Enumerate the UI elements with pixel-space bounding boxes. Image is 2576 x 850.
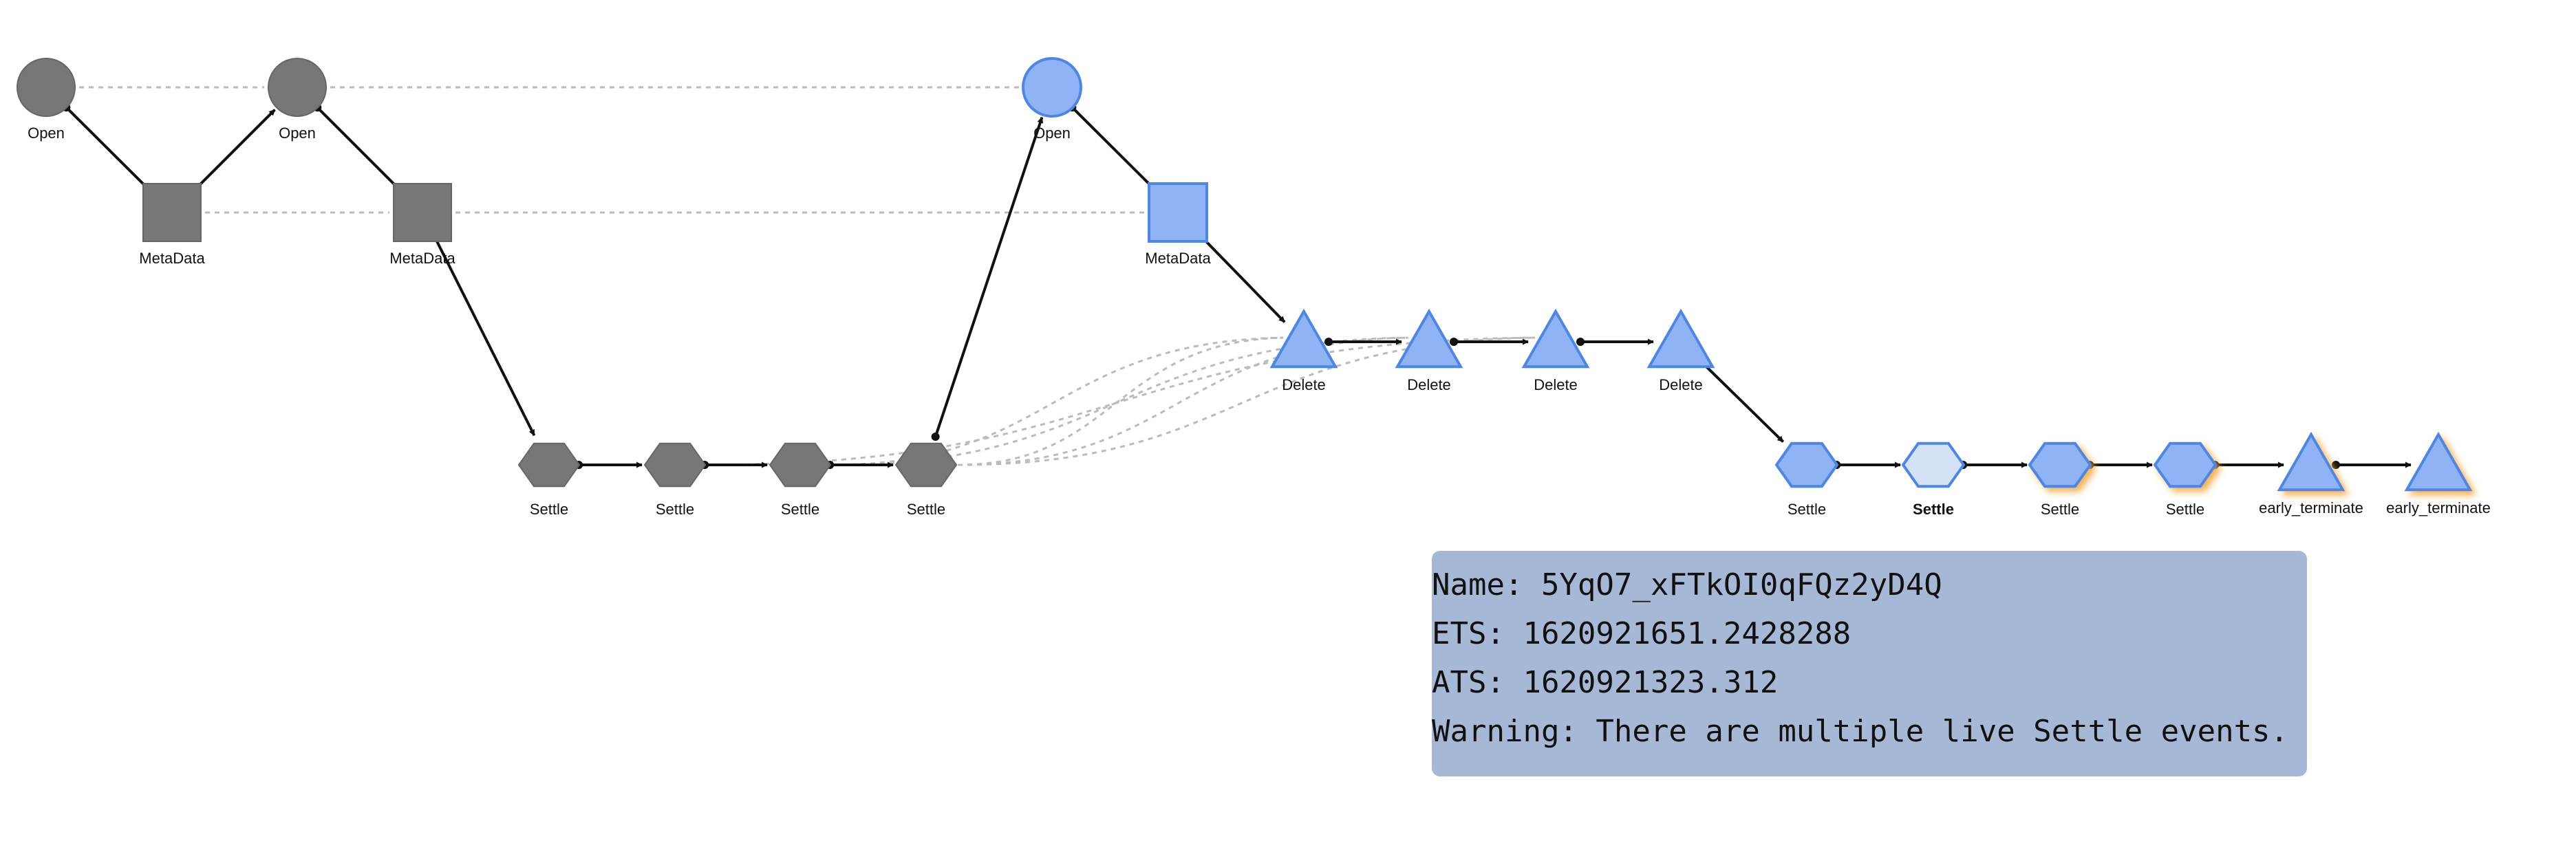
node-label: Open: [1033, 124, 1071, 142]
circle-shape: [17, 58, 76, 117]
sequence-edge: [65, 106, 151, 191]
node-label: Settle: [1788, 501, 1826, 518]
reference-edges: [79, 86, 1536, 466]
event-node-delete[interactable]: Delete: [1521, 308, 1590, 393]
node-label: Delete: [1282, 376, 1326, 393]
reference-edge: [706, 336, 1536, 466]
node-label: Open: [28, 124, 65, 142]
sequence-edge: [433, 237, 536, 436]
node-label: Settle: [2166, 501, 2204, 518]
edge-source-dot: [1450, 338, 1458, 346]
tooltip-ats: ATS: 1620921323.312: [1432, 665, 1779, 700]
hexagon-shape: [643, 442, 707, 488]
triangle-shape: [2404, 431, 2473, 492]
circle-shape: [1022, 57, 1082, 118]
sequence-edge: [1196, 232, 1286, 323]
edge-source-dot: [931, 433, 940, 442]
reference-edge: [957, 336, 1409, 466]
event-node-settle[interactable]: Settle: [643, 442, 707, 518]
event-node-settle[interactable]: Settle: [517, 442, 581, 518]
event-node-metadata[interactable]: MetaData: [1145, 182, 1211, 267]
node-label: Settle: [656, 501, 694, 518]
sequence-edge: [1697, 358, 1785, 443]
event-node-settle[interactable]: Settle: [2153, 442, 2218, 518]
edge-source-dot: [1576, 338, 1585, 346]
event-node-open[interactable]: Open: [1022, 57, 1082, 142]
event-node-delete[interactable]: Delete: [1646, 308, 1715, 393]
event-node-delete[interactable]: Delete: [1269, 308, 1338, 393]
event-node-open[interactable]: Open: [268, 58, 327, 142]
hexagon-shape: [517, 442, 581, 488]
square-shape: [1148, 182, 1208, 243]
hexagon-shape: [769, 442, 832, 488]
node-label: Settle: [1913, 501, 1954, 518]
node-label: early_terminate: [2259, 499, 2363, 516]
node-label: MetaData: [389, 250, 455, 267]
node-label: Settle: [530, 501, 568, 518]
square-shape: [142, 183, 202, 242]
hexagon-shape: [2153, 442, 2218, 488]
hexagon-shape: [894, 442, 958, 488]
triangle-shape: [1269, 308, 1338, 369]
triangle-shape: [1395, 308, 1463, 369]
sequence-edge: [316, 106, 401, 191]
node-label: MetaData: [1145, 250, 1211, 267]
node-label: early_terminate: [2386, 499, 2491, 516]
triangle-shape: [2277, 431, 2346, 492]
node-label: Open: [279, 124, 316, 142]
hexagon-shape: [1901, 442, 1966, 488]
event-node-settle[interactable]: Settle: [2028, 442, 2092, 518]
node-label: Delete: [1407, 376, 1451, 393]
edge-source-dot: [2332, 461, 2340, 469]
triangle-shape: [1646, 308, 1715, 369]
node-label: Delete: [1659, 376, 1703, 393]
event-node-settle[interactable]: Settle: [894, 442, 958, 518]
node-label: Settle: [781, 501, 819, 518]
event-node-settle[interactable]: Settle: [1901, 442, 1966, 518]
event-node-delete[interactable]: Delete: [1395, 308, 1463, 393]
event-node-open[interactable]: Open: [17, 58, 76, 142]
event-node-settle[interactable]: Settle: [1774, 442, 1839, 518]
tooltip-ets: ETS: 1620921651.2428288: [1432, 616, 1852, 651]
square-shape: [393, 183, 452, 242]
hexagon-shape: [1774, 442, 1839, 488]
circle-shape: [268, 58, 327, 117]
event-node-settle[interactable]: Settle: [769, 442, 832, 518]
tooltip-name: Name: 5YqO7_xFTkOI0qFQz2yD4Q: [1432, 567, 1942, 602]
sequence-edge: [934, 116, 1044, 437]
triangle-shape: [1521, 308, 1590, 369]
edge-source-dot: [1324, 338, 1333, 346]
event-node-early-terminate[interactable]: early_terminate: [2259, 431, 2363, 516]
hexagon-shape: [2028, 442, 2092, 488]
event-tooltip: Name: 5YqO7_xFTkOI0qFQz2yD4Q ETS: 162092…: [1432, 551, 2307, 776]
sequence-edges: [62, 103, 2412, 469]
event-node-early-terminate[interactable]: early_terminate: [2386, 431, 2491, 516]
node-label: Delete: [1534, 376, 1578, 393]
node-label: MetaData: [139, 250, 205, 267]
sequence-edge: [1071, 106, 1157, 191]
event-node-metadata[interactable]: MetaData: [139, 183, 205, 267]
sequence-edge: [191, 109, 276, 194]
node-label: Settle: [907, 501, 945, 518]
tooltip-warning: Warning: There are multiple live Settle …: [1432, 714, 2289, 749]
reference-edge: [957, 336, 1284, 466]
event-node-metadata[interactable]: MetaData: [389, 183, 455, 267]
node-label: Settle: [2041, 501, 2079, 518]
reference-edge: [831, 336, 1284, 466]
